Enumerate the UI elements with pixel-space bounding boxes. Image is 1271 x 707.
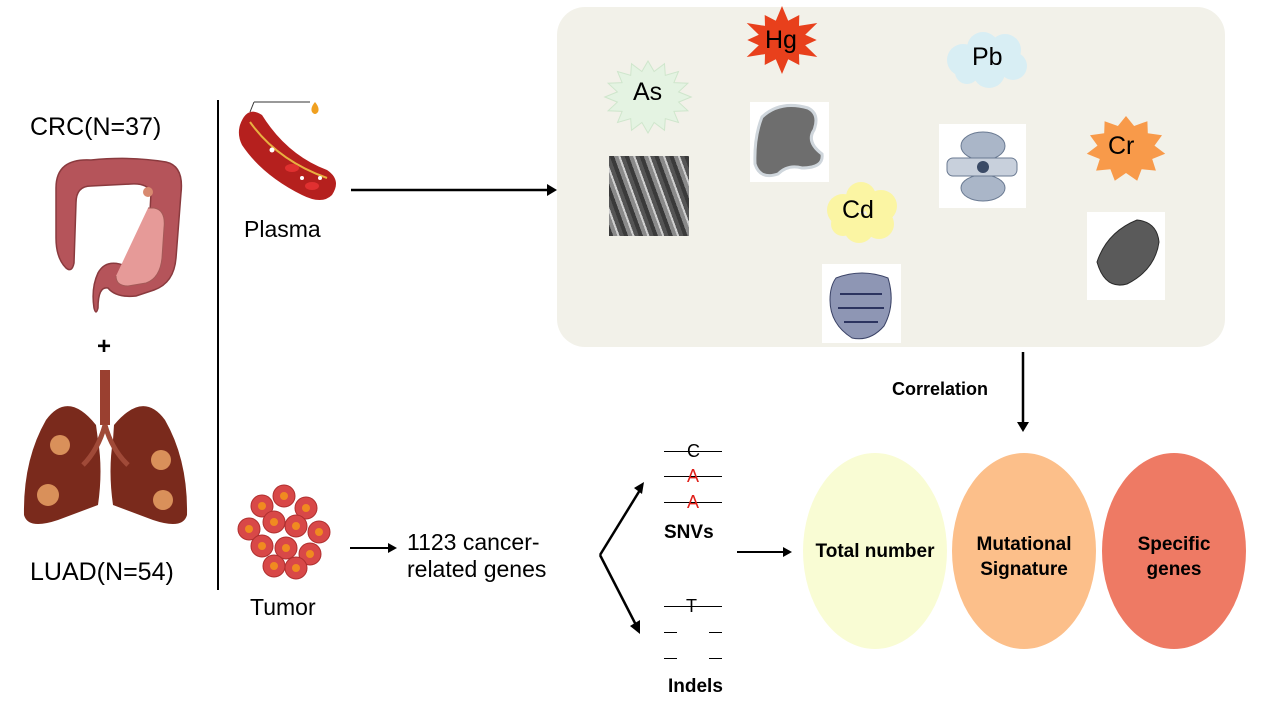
metal-label-cr: Cr — [1108, 132, 1135, 160]
cadmium-sample-image — [822, 264, 901, 343]
outcome-label-total-number: Total number — [802, 540, 948, 565]
genes-label-line1: 1123 cancer- — [407, 529, 540, 555]
snv-base-mutant: A — [687, 492, 700, 512]
snvs-to-outcomes-arrow — [737, 547, 792, 557]
plus-sign: + — [97, 333, 112, 360]
correlation-label: Correlation — [892, 379, 989, 399]
arsenic-sample-image — [609, 156, 689, 236]
lead-sample-image — [939, 124, 1026, 208]
outcome-label-line: Signature — [980, 558, 1068, 580]
outcome-mutational-signature — [952, 453, 1096, 649]
snv-base-mutant: A — [687, 466, 700, 486]
plasma-label: Plasma — [244, 216, 321, 242]
metal-badge-cr — [1086, 116, 1166, 181]
colon-icon — [55, 157, 183, 313]
genes-label-line2: related genes — [407, 556, 547, 582]
divider-line — [217, 100, 219, 590]
outcome-total-number — [803, 453, 947, 649]
tumor-icon — [237, 484, 331, 580]
snv-base-reference: C — [687, 441, 700, 461]
plasma-to-metals-arrow — [351, 184, 557, 196]
mercury-sample-image — [750, 102, 829, 182]
indels-label: Indels — [668, 676, 723, 697]
crc-label: CRC(N=37) — [30, 113, 162, 141]
tumor-to-genes-arrow — [350, 543, 397, 553]
metal-badge-as — [603, 60, 693, 134]
metal-badge-cd — [827, 182, 897, 243]
snv-diagram: C A A — [664, 440, 724, 520]
metal-label-cd: Cd — [842, 196, 874, 224]
outcome-label-line: genes — [1146, 558, 1202, 580]
metal-label-as: As — [633, 78, 663, 106]
correlation-arrow — [1017, 352, 1029, 432]
branch-arrows — [598, 482, 644, 634]
outcome-specific-genes — [1102, 453, 1246, 649]
metal-label-hg: Hg — [765, 26, 797, 54]
outcome-label-line: Specific — [1137, 534, 1211, 555]
metal-label-pb: Pb — [972, 43, 1003, 71]
lungs-icon — [23, 370, 188, 524]
metal-badge-pb — [947, 32, 1027, 88]
outcome-label-line: Mutational — [976, 534, 1072, 555]
outcome-label-mutational-signature: Mutational Signature — [951, 533, 1097, 582]
luad-label: LUAD(N=54) — [30, 558, 174, 586]
metal-badge-hg — [746, 6, 818, 74]
indel-base: T — [686, 596, 697, 616]
indel-diagram: T — [664, 595, 724, 665]
snvs-label: SNVs — [664, 522, 714, 543]
blood-vessel-icon — [238, 101, 336, 200]
chromium-sample-image — [1087, 212, 1165, 300]
outcome-label-line: Total number — [815, 541, 935, 562]
outcome-label-specific-genes: Specific genes — [1101, 533, 1247, 582]
tumor-label: Tumor — [250, 594, 316, 620]
